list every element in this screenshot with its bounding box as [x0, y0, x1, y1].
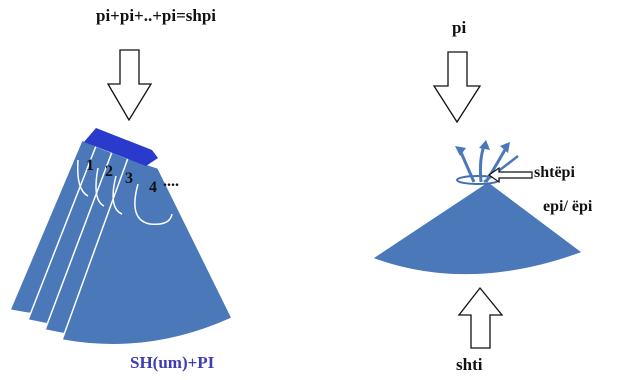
cone-number-2: 2	[105, 163, 113, 180]
cone-number-3: 3	[125, 170, 133, 187]
cone-loop-1	[76, 159, 89, 197]
sprout-mid-head	[479, 140, 490, 150]
cone-number-4: 4	[149, 179, 157, 196]
cone-loop-3	[112, 175, 123, 215]
cone-loop-4	[134, 183, 173, 226]
sprout-right-head	[500, 142, 510, 153]
cone-cap	[84, 128, 158, 166]
down-arrow-right-icon	[432, 51, 482, 124]
cone-loop-2	[95, 167, 105, 207]
single-cone	[373, 140, 582, 275]
left-arrow-icon	[487, 166, 533, 184]
sum-caption: SH(um)+PI	[130, 353, 215, 372]
stacked-cones	[8, 128, 234, 346]
down-arrow-left-icon	[106, 49, 153, 122]
sprout-curl	[483, 155, 519, 183]
cone-4	[60, 157, 234, 346]
up-arrow-icon	[457, 286, 504, 349]
formula-label: pi+pi+..+pi=shpi	[96, 6, 217, 25]
epi-label: epi/ ëpi	[543, 198, 593, 215]
shti-label: shti	[456, 355, 483, 374]
cone-number-ellipsis: ....	[163, 173, 179, 190]
pi-label: pi	[452, 18, 467, 37]
shtepi-label: shtëpi	[534, 164, 575, 181]
cone-number-1: 1	[86, 157, 94, 174]
sprout-left-head	[455, 146, 466, 156]
cone-body	[373, 182, 582, 275]
